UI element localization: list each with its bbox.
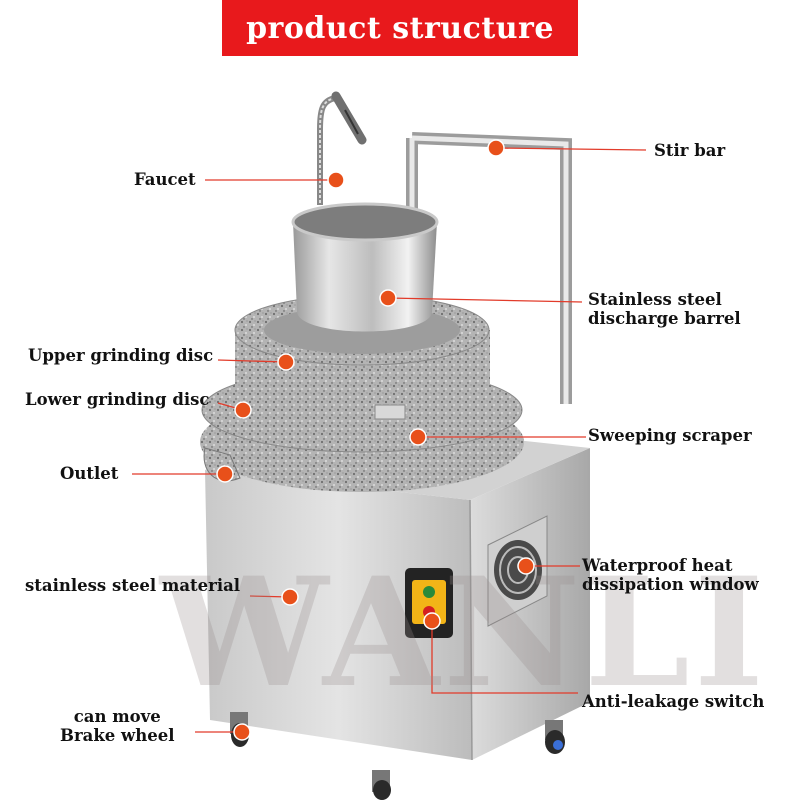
label-scraper: Sweeping scraper xyxy=(588,426,752,445)
marker-switch xyxy=(423,612,441,630)
label-outlet: Outlet xyxy=(60,464,119,483)
label-heat-line2: dissipation window xyxy=(582,575,759,594)
faucet-hose xyxy=(317,91,367,205)
title-banner: product structure xyxy=(222,0,578,56)
stir-bar-frame xyxy=(406,132,572,404)
marker-outlet xyxy=(216,465,234,483)
label-upper-disc: Upper grinding disc xyxy=(28,346,214,365)
anti-leakage-switch-box xyxy=(405,568,453,638)
marker-upper-disc xyxy=(277,353,295,371)
label-barrel-line1: Stainless steel xyxy=(588,290,722,309)
marker-faucet xyxy=(327,171,345,189)
label-heat-window: Waterproof heat dissipation window xyxy=(582,556,759,594)
label-material: stainless steel material xyxy=(25,576,241,595)
discharge-barrel xyxy=(291,202,439,332)
label-wheel: can move Brake wheel xyxy=(60,707,174,745)
label-heat-line1: Waterproof heat xyxy=(582,556,733,575)
watermark: WANLI xyxy=(160,545,768,721)
marker-material xyxy=(281,588,299,606)
page-title: product structure xyxy=(246,10,554,46)
label-stir-bar: Stir bar xyxy=(654,141,726,160)
label-wheel-line1: can move xyxy=(73,707,161,726)
marker-barrel xyxy=(379,289,397,307)
label-barrel: Stainless steel discharge barrel xyxy=(588,290,741,328)
label-switch: Anti-leakage switch xyxy=(582,692,765,711)
callout-markers xyxy=(216,139,535,741)
label-faucet: Faucet xyxy=(134,170,196,189)
label-barrel-line2: discharge barrel xyxy=(588,309,741,328)
marker-wheel xyxy=(233,723,251,741)
heat-dissipation-window xyxy=(487,515,548,627)
label-lower-disc: Lower grinding disc xyxy=(25,390,210,409)
label-wheel-line2: Brake wheel xyxy=(60,726,175,745)
marker-scraper xyxy=(409,428,427,446)
marker-lower-disc xyxy=(234,401,252,419)
marker-heat-window xyxy=(517,557,535,575)
marker-stir-bar xyxy=(487,139,505,157)
